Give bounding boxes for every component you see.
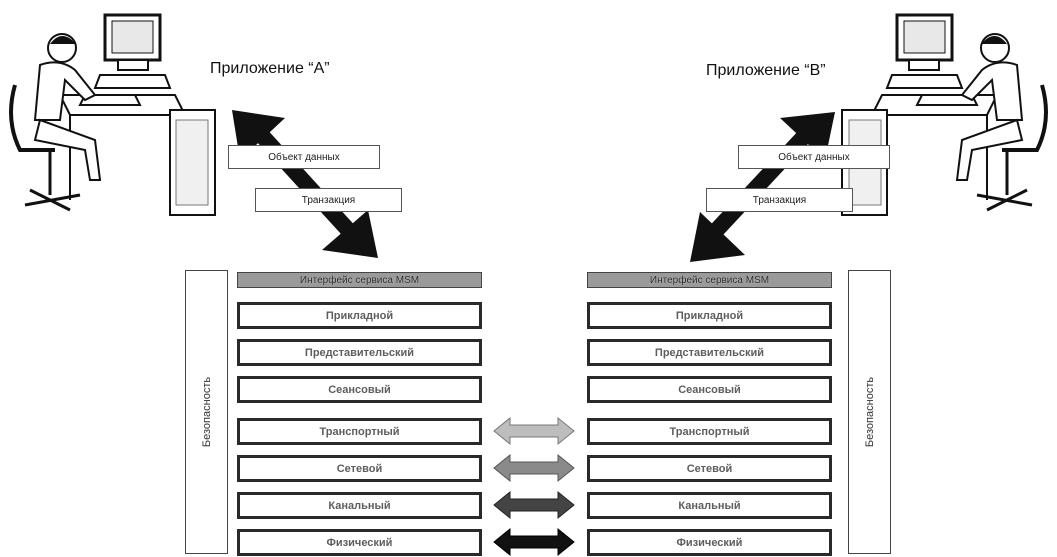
workstation-a-illustration bbox=[9, 13, 216, 216]
app-b-transaction-label: Транзакция bbox=[706, 188, 853, 212]
peer-arrow-datalink-icon bbox=[493, 490, 575, 520]
app-a-data-object-label: Объект данных bbox=[228, 145, 380, 169]
right-layer-transport: Транспортный bbox=[587, 418, 832, 445]
app-b-data-object-label: Объект данных bbox=[738, 145, 890, 169]
right-protocol-stack: Интерфейс сервиса MSM Прикладной Предста… bbox=[587, 272, 832, 557]
left-layer-datalink: Канальный bbox=[237, 492, 482, 519]
left-security-label: Безопасность bbox=[200, 376, 213, 448]
right-msm-interface: Интерфейс сервиса MSM bbox=[587, 272, 832, 288]
right-layer-network: Сетевой bbox=[587, 455, 832, 482]
app-b-title: Приложение “В” bbox=[706, 62, 826, 79]
right-layer-application: Прикладной bbox=[587, 302, 832, 329]
left-msm-interface: Интерфейс сервиса MSM bbox=[237, 272, 482, 288]
left-security-bar: Безопасность bbox=[185, 270, 228, 554]
left-layer-transport: Транспортный bbox=[237, 418, 482, 445]
left-layer-application: Прикладной bbox=[237, 302, 482, 329]
right-security-bar: Безопасность bbox=[848, 270, 891, 554]
app-a-title: Приложение “А” bbox=[210, 60, 330, 77]
workstation-b-illustration bbox=[841, 13, 1048, 216]
left-layer-presentation: Представительский bbox=[237, 339, 482, 366]
peer-arrow-physical-icon bbox=[493, 527, 575, 557]
left-layer-physical: Физический bbox=[237, 529, 482, 556]
right-layer-presentation: Представительский bbox=[587, 339, 832, 366]
peer-arrow-physical-shape bbox=[493, 527, 575, 557]
left-protocol-stack: Интерфейс сервиса MSM Прикладной Предста… bbox=[237, 272, 482, 557]
right-security-label: Безопасность bbox=[863, 376, 876, 448]
right-layer-session: Сеансовый bbox=[587, 376, 832, 403]
peer-arrow-transport-icon bbox=[493, 416, 575, 446]
peer-arrow-network-icon bbox=[493, 453, 575, 483]
right-layer-physical: Физический bbox=[587, 529, 832, 556]
app-a-transaction-label: Транзакция bbox=[255, 188, 402, 212]
peer-arrow-transport-shape bbox=[493, 416, 575, 446]
left-layer-network: Сетевой bbox=[237, 455, 482, 482]
left-layer-session: Сеансовый bbox=[237, 376, 482, 403]
peer-arrow-datalink-shape bbox=[493, 490, 575, 520]
peer-arrow-network-shape bbox=[493, 453, 575, 483]
right-layer-datalink: Канальный bbox=[587, 492, 832, 519]
